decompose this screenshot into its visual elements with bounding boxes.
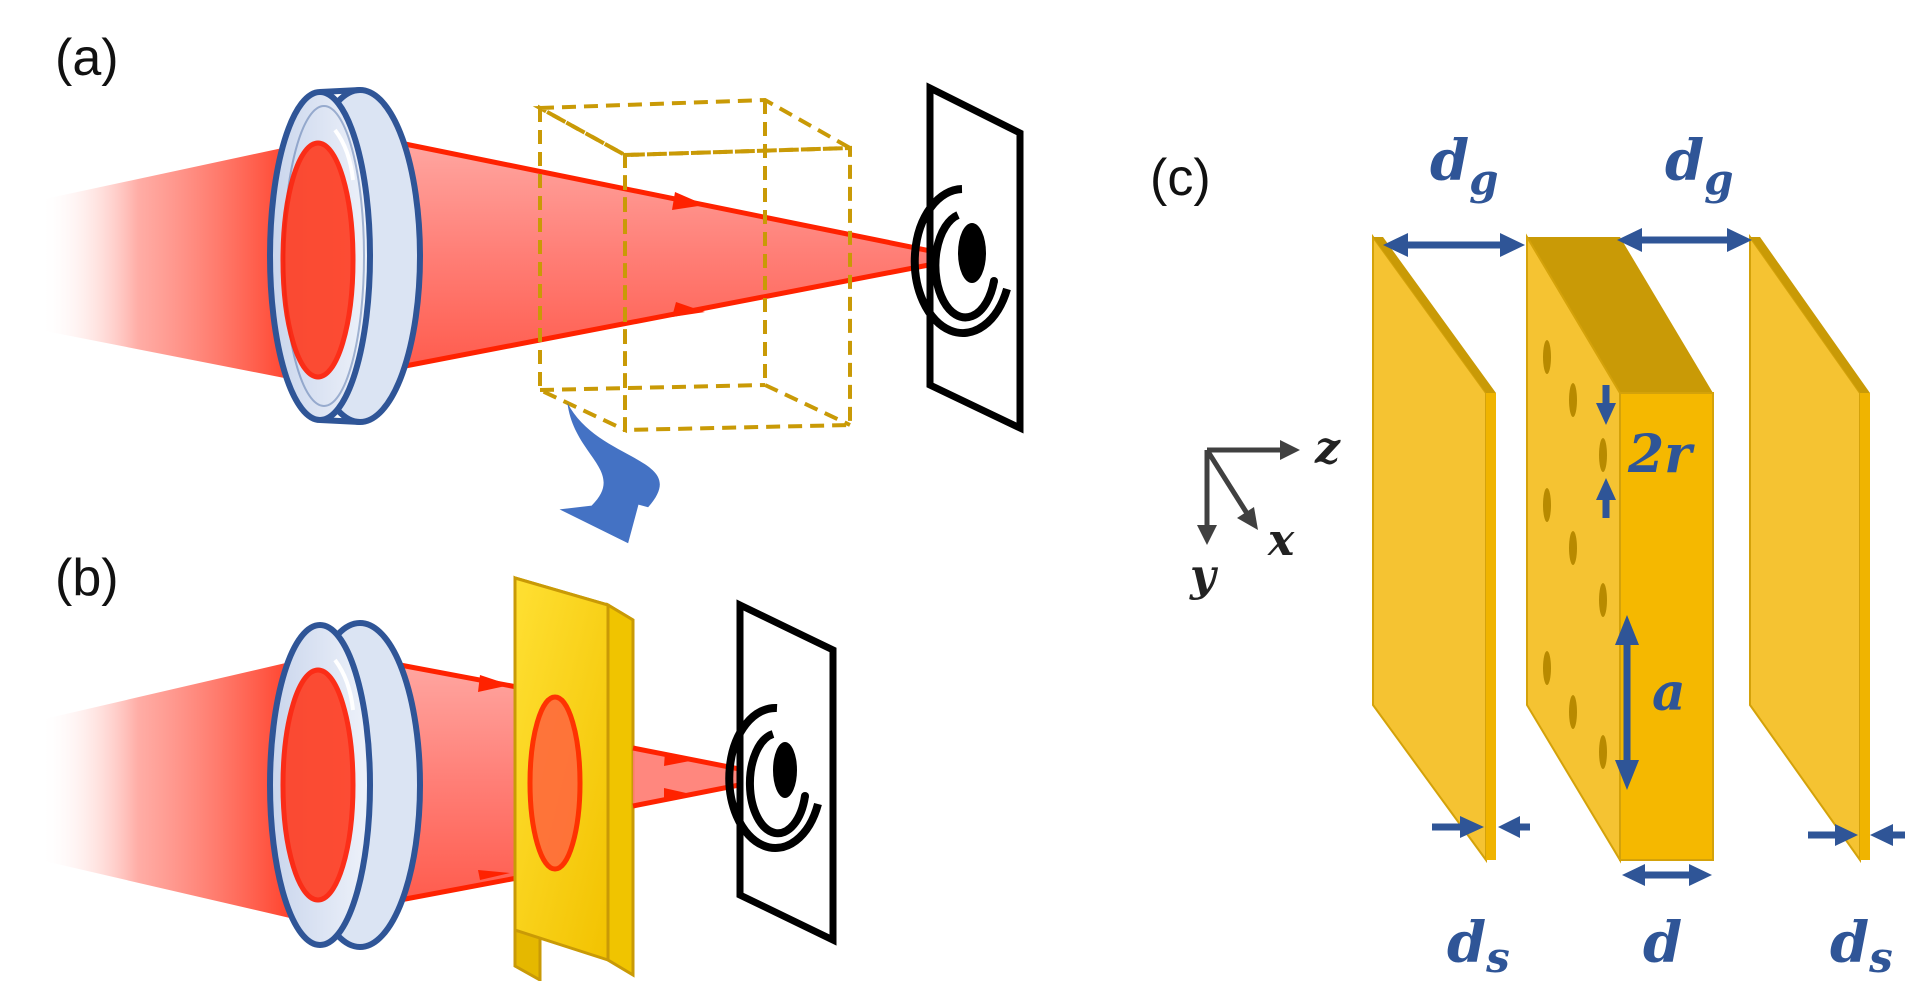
dimension-arrows [1383,228,1905,886]
curved-arrow-icon [559,402,660,544]
left-gold-sheet [1372,233,1496,864]
incoming-beam-b [40,655,320,925]
spiral-vortex-icon [725,703,822,852]
beam-on-slab [527,694,583,872]
incoming-beam-a [40,140,320,385]
hole-diameter-label: 2r [1627,424,1695,485]
gap-label-right: dg [1665,128,1734,204]
panel-b: (b) [40,549,837,981]
slab-thickness-label: d [1643,910,1682,976]
beam-spot-a [280,140,356,380]
sheet-thickness-label-right: ds [1830,910,1893,981]
direction-arrow-icon [478,675,510,692]
right-gold-sheet [1749,233,1870,864]
coordinate-axes [1197,440,1300,545]
gap-label-left: dg [1430,128,1499,204]
axis-z-label: z [1314,423,1341,474]
detector-screen-a [910,82,1024,434]
direction-arrow-icon [672,302,705,317]
panel-a-label: (a) [55,29,119,87]
metasurface-placeholder-box [532,97,858,434]
panel-c: (c) z y x [1150,128,1905,981]
panel-b-label: (b) [55,549,119,607]
lattice-constant-label: a [1652,662,1686,723]
center-photonic-slab [1526,233,1714,864]
axis-y-label: y [1189,550,1219,601]
air-holes [1543,340,1607,769]
panel-a: (a) [40,29,1024,434]
detector-screen-b [725,599,837,946]
axis-x-label: x [1267,515,1295,566]
direction-arrow-icon [478,870,510,880]
sheet-thickness-label-left: ds [1447,910,1510,981]
panel-c-label: (c) [1150,149,1211,207]
spiral-vortex-icon [910,185,1011,337]
direction-arrow-icon [672,192,705,210]
beam-spot-b [280,667,356,903]
focused-cone-a [400,143,965,367]
